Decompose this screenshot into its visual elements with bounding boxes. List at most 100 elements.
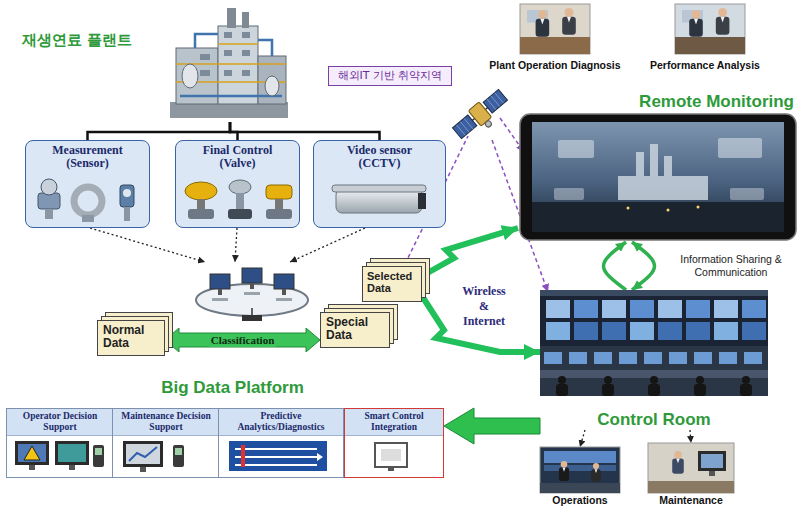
photo-node-illustration-part bbox=[544, 465, 616, 471]
tablet-node-illustration-part bbox=[532, 202, 784, 232]
tool-box-illustration-part bbox=[129, 447, 157, 461]
node-text: Performance Analysis bbox=[650, 59, 760, 72]
tool-box-illustration-part bbox=[229, 441, 327, 471]
tool-box-illustration-part bbox=[55, 441, 89, 465]
control-room-node-illustration-part bbox=[569, 352, 587, 364]
photo-node-illustration-part bbox=[698, 451, 726, 471]
photo-node-illustration-part bbox=[544, 451, 616, 463]
plant-node-illustration-part bbox=[227, 8, 236, 28]
control-room-node-illustration-part bbox=[644, 352, 662, 364]
node-text: Selected Data bbox=[367, 270, 417, 294]
photo-node-illustration-part bbox=[692, 10, 701, 19]
tablet-node-illustration-part bbox=[627, 207, 630, 210]
control-room-node-illustration-part bbox=[744, 352, 762, 364]
control-room-node-illustration-part bbox=[714, 300, 738, 318]
device-group-box-illustration-part bbox=[336, 189, 422, 213]
plant-node-illustration-part bbox=[242, 70, 250, 76]
platform-node-illustration-part bbox=[242, 315, 262, 321]
photo-node-illustration-part bbox=[721, 17, 725, 23]
tablet-node-illustration-part bbox=[618, 144, 708, 200]
control-room-node-illustration-part bbox=[694, 384, 706, 396]
connector bbox=[444, 408, 540, 444]
control-room-node-illustration-part bbox=[544, 352, 562, 364]
device-group-box: Final Control (Valve) bbox=[175, 140, 300, 228]
control-room-node-illustration-part bbox=[719, 352, 737, 364]
device-group-box-illustration-part bbox=[197, 199, 205, 209]
connector bbox=[88, 122, 231, 140]
satellite-icon-part bbox=[453, 115, 477, 139]
control-room-node-illustration-part bbox=[630, 322, 654, 340]
device-group-box-illustration-part bbox=[74, 187, 102, 215]
platform-node-illustration-part bbox=[242, 268, 262, 283]
plant-node-illustration-part bbox=[218, 26, 258, 104]
plant-node-illustration-part bbox=[224, 32, 232, 38]
control-room-node-illustration-part bbox=[658, 300, 682, 318]
connector bbox=[632, 242, 655, 290]
tool-box-illustration-part bbox=[235, 449, 317, 465]
tool-box-illustration-part bbox=[123, 441, 163, 467]
control-room-node-illustration-part bbox=[658, 322, 682, 340]
node-text: Maintenance Decision Support bbox=[113, 409, 219, 436]
photo-node-illustration-part bbox=[540, 447, 620, 493]
tool-box-illustration-part bbox=[29, 465, 35, 470]
tool-box: Maintenance Decision Support bbox=[112, 408, 220, 478]
photo-node-illustration-part bbox=[563, 468, 566, 472]
tablet-node-illustration-part bbox=[558, 140, 594, 158]
control-room-node: Control Room bbox=[540, 290, 768, 430]
control-room-node-illustration bbox=[540, 290, 768, 430]
photo-node-illustration-part bbox=[648, 443, 734, 493]
platform-node-illustration-part bbox=[251, 308, 253, 315]
photo-node-illustration-part bbox=[559, 468, 569, 482]
device-group-box-illustration-part bbox=[41, 179, 57, 195]
platform-node-illustration-part bbox=[218, 289, 222, 295]
sharing-arrow bbox=[604, 242, 627, 290]
connector bbox=[422, 296, 540, 352]
photo-node-illustration-part bbox=[593, 463, 599, 469]
tool-box-illustration-part bbox=[15, 441, 49, 465]
photo-node-illustration-part bbox=[520, 4, 590, 54]
node-text: Predictive Analytics/Diagnostics bbox=[219, 409, 343, 436]
tool-box-illustration-part bbox=[173, 445, 184, 467]
photo-node-illustration-part bbox=[675, 37, 745, 54]
tool-box-illustration-part bbox=[235, 448, 317, 450]
edge-label: Classification bbox=[209, 334, 277, 347]
device-group-box-illustration-part bbox=[82, 215, 94, 222]
tool-box-illustration-part bbox=[235, 456, 317, 458]
photo-node-illustration-part bbox=[540, 483, 620, 493]
tool-box-illustration-part bbox=[69, 465, 75, 470]
satellite-icon-part bbox=[484, 120, 492, 128]
satellite-icon-part bbox=[464, 118, 473, 129]
control-room-node-illustration-part bbox=[558, 376, 566, 384]
data-stack: Selected Data bbox=[362, 266, 422, 302]
control-room-node-illustration-part bbox=[540, 290, 768, 296]
control-room-node-illustration-part bbox=[694, 352, 712, 364]
control-room-node-illustration-part bbox=[546, 322, 570, 340]
control-room-node-illustration-part bbox=[686, 300, 710, 318]
connector bbox=[422, 228, 518, 276]
plant-node-illustration-part bbox=[218, 43, 258, 45]
plant-node-illustration-part bbox=[258, 40, 272, 56]
tablet-node-illustration-part bbox=[554, 188, 584, 200]
control-room-node-illustration-part bbox=[602, 300, 626, 318]
photo-node-illustration-part bbox=[718, 8, 727, 17]
satellite-icon-part bbox=[495, 93, 504, 104]
node-text: Measurement (Sensor) bbox=[40, 144, 136, 170]
connector bbox=[290, 228, 365, 262]
device-group-box-illustration-part bbox=[229, 180, 251, 194]
satellite-icon bbox=[451, 87, 514, 145]
photo-node-illustration-part bbox=[565, 8, 574, 17]
tool-box: Predictive Analytics/Diagnostics bbox=[218, 408, 344, 478]
node-text: Big Data Platform bbox=[161, 378, 304, 398]
platform-node-illustration-part bbox=[218, 283, 286, 295]
device-group-box-illustration-part bbox=[45, 209, 53, 219]
device-group-box-illustration-part bbox=[275, 199, 283, 209]
control-room-node-illustration-part bbox=[540, 290, 768, 396]
device-group-box-illustration-part bbox=[228, 209, 252, 219]
tool-box: Operator Decision Support bbox=[6, 408, 114, 478]
photo-node-illustration-part bbox=[561, 461, 568, 468]
photo-node-illustration-part bbox=[540, 19, 544, 25]
device-group-box-illustration-part bbox=[266, 209, 292, 219]
control-room-node-illustration-part bbox=[714, 322, 738, 340]
region-tag: 해외IT 기반 취약지역 bbox=[328, 66, 452, 86]
